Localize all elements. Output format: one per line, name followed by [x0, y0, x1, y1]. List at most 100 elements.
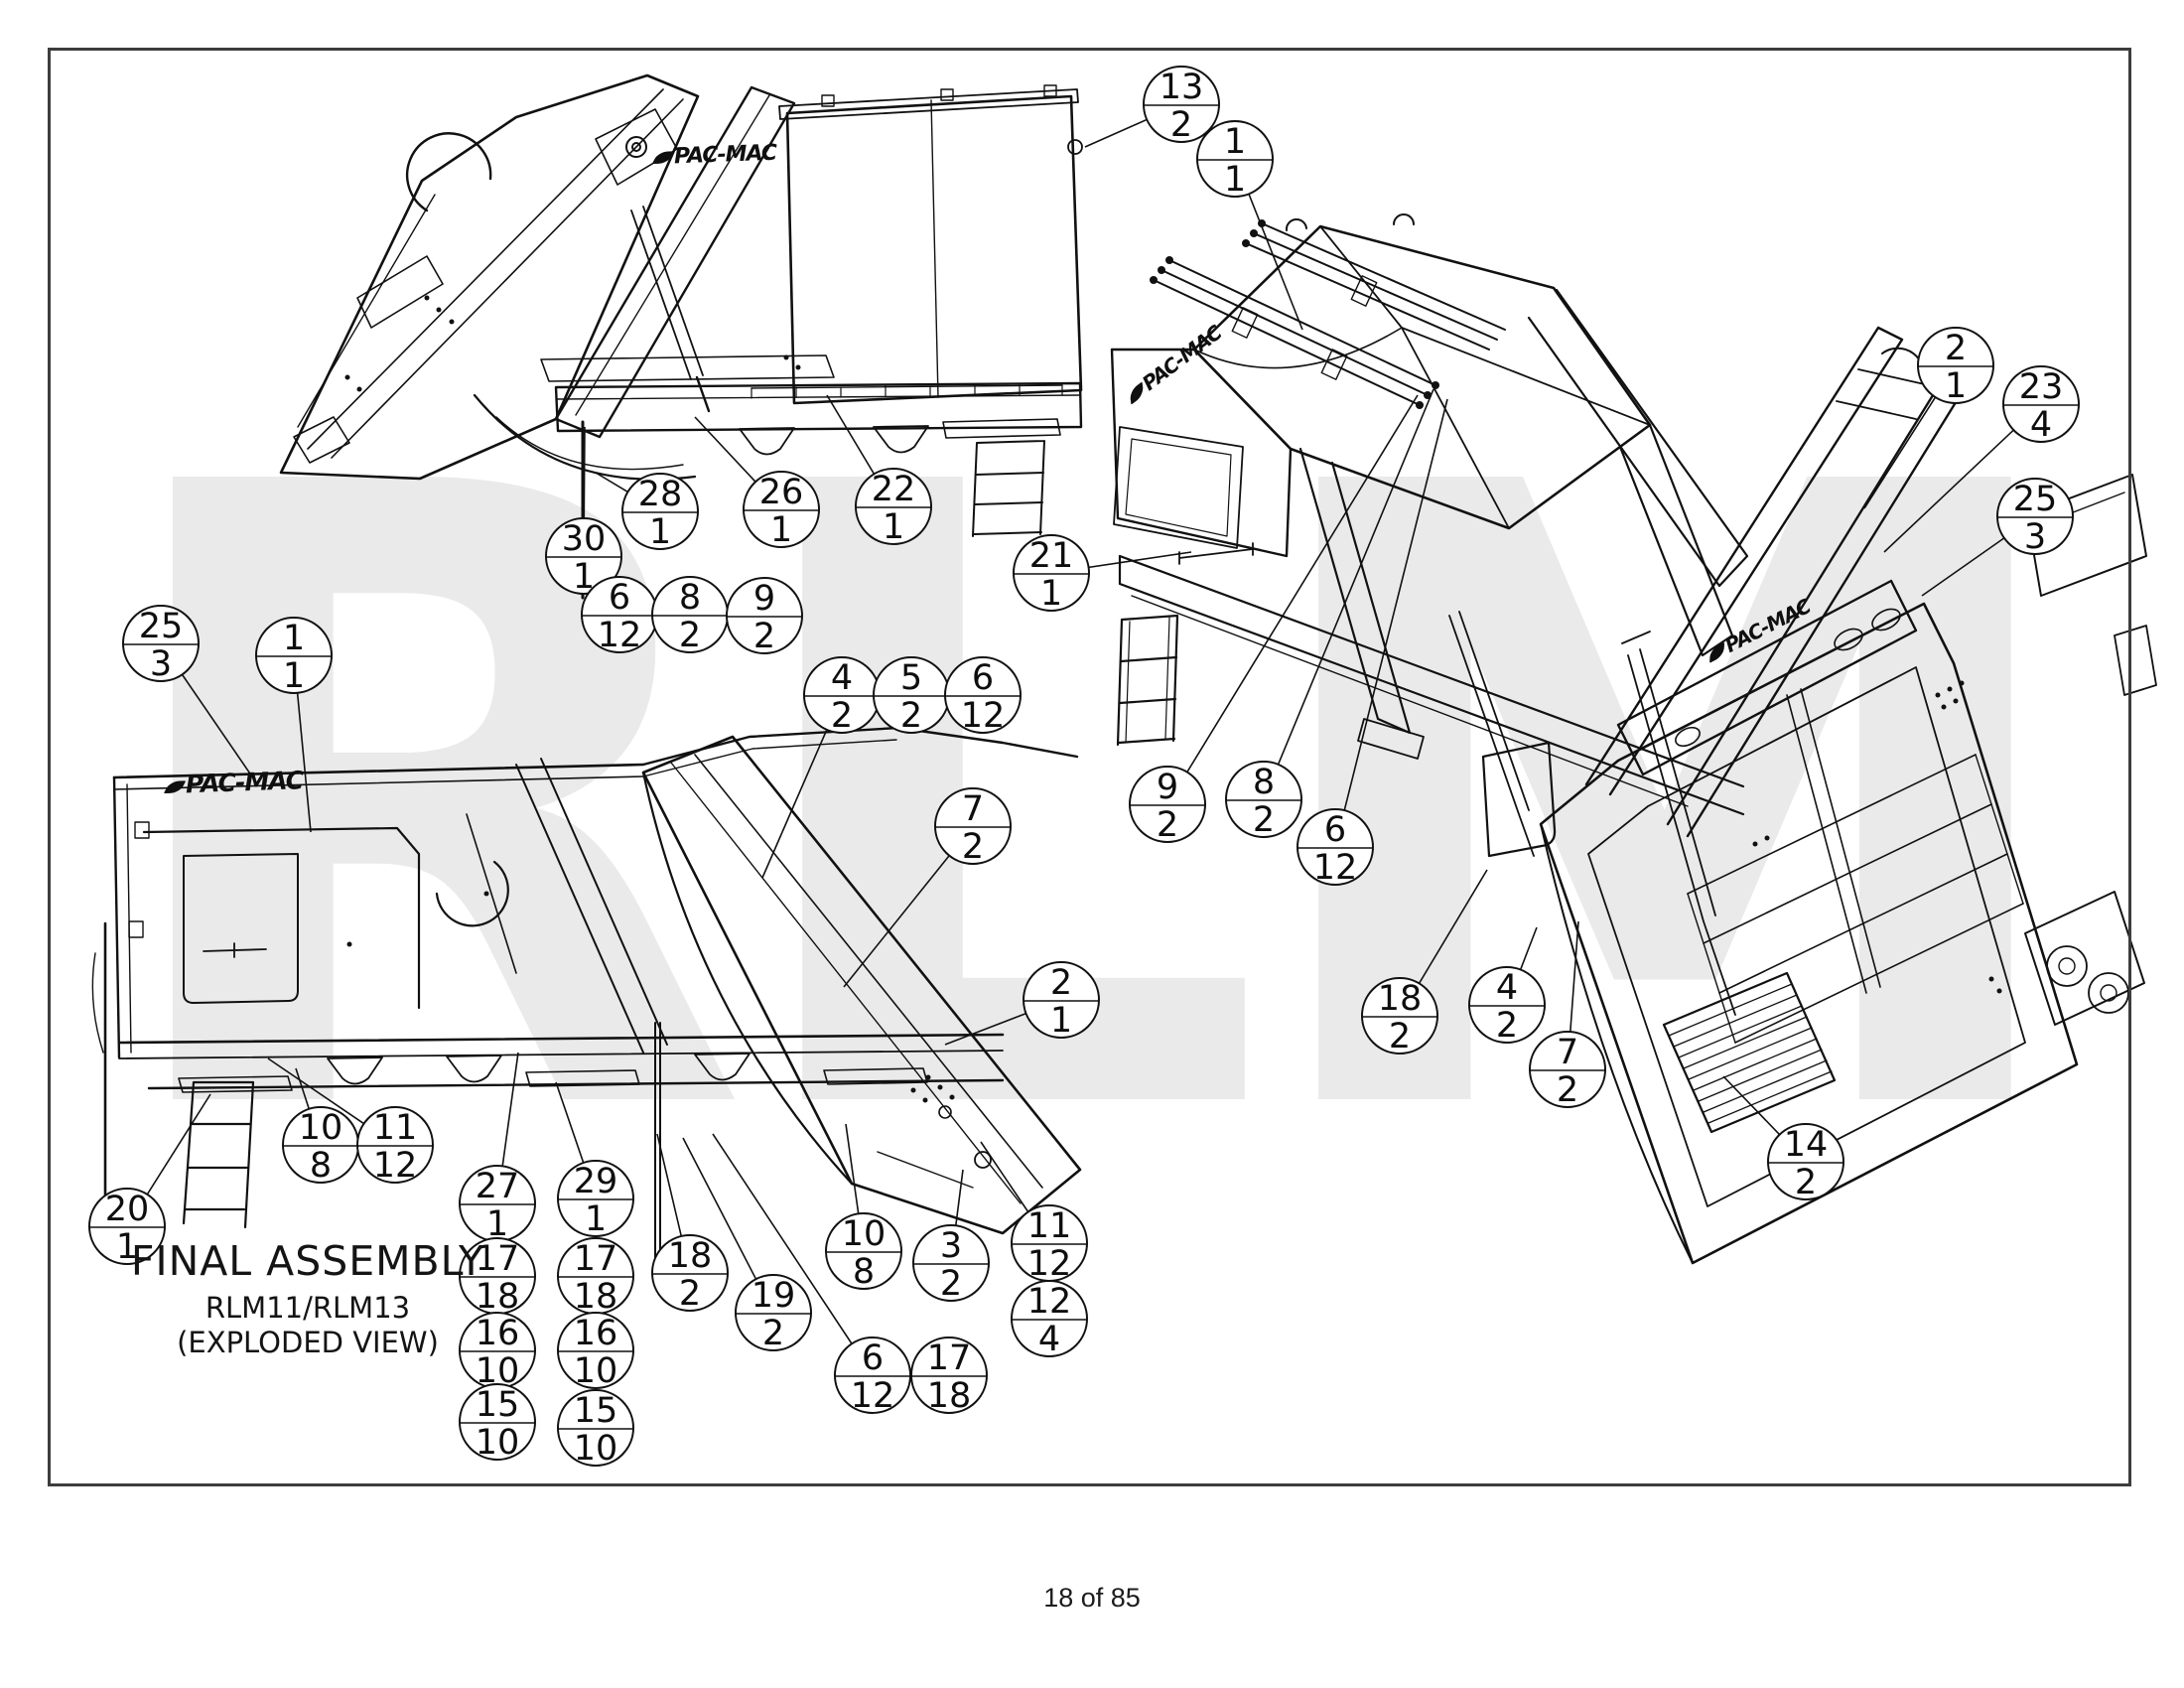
callout-3-2: 32 [912, 1224, 990, 1304]
callout-quantity: 1 [283, 656, 305, 696]
callout-circle [726, 577, 803, 654]
callout-circle [88, 1188, 166, 1265]
callout-8-2: 82 [651, 576, 729, 655]
view-side-tailgate-raised [279, 73, 1083, 600]
callout-6-12: 612 [944, 656, 1022, 736]
callout-part-number: 13 [1160, 68, 1204, 107]
callout-quantity: 18 [476, 1277, 520, 1317]
callout-quantity: 1 [770, 510, 792, 550]
callout-part-number: 2 [1050, 963, 1072, 1003]
callout-part-number: 9 [753, 579, 775, 619]
callout-circle [825, 1212, 902, 1290]
callout-part-number: 25 [2013, 480, 2058, 519]
leader-line [1263, 388, 1434, 800]
callout-part-number: 10 [299, 1108, 343, 1148]
callout-22-1: 221 [855, 468, 932, 547]
callout-part-number: 6 [862, 1338, 884, 1378]
callout-quantity: 12 [1313, 848, 1358, 888]
callout-quantity: 8 [853, 1252, 875, 1292]
callout-circle [356, 1106, 434, 1184]
callout-quantity: 1 [1040, 574, 1062, 614]
callout-1-1: 11 [1196, 120, 1274, 200]
callout-part-number: 17 [927, 1338, 972, 1378]
callout-quantity: 2 [1557, 1070, 1578, 1110]
callout-12-4: 124 [1011, 1280, 1088, 1359]
callout-quantity: 10 [574, 1429, 618, 1469]
callout-4-2: 42 [1468, 966, 1546, 1046]
callout-circle [1011, 1280, 1088, 1357]
leader-line [1166, 394, 1419, 805]
callout-circle [944, 656, 1022, 734]
callout-18-2: 182 [651, 1234, 729, 1314]
callout-circle [557, 1312, 634, 1389]
callout-circle [557, 1160, 634, 1237]
callout-circle [1529, 1031, 1606, 1108]
callout-quantity: 4 [1038, 1320, 1060, 1359]
callout-quantity: 2 [1795, 1163, 1817, 1202]
callout-6-12: 612 [834, 1336, 911, 1416]
callout-part-number: 28 [638, 475, 683, 514]
callout-quantity: 1 [486, 1204, 508, 1244]
callout-quantity: 12 [598, 616, 642, 655]
callout-quantity: 12 [851, 1376, 895, 1416]
callout-part-number: 17 [476, 1239, 520, 1279]
callout-circle [855, 468, 932, 545]
callout-6-12: 612 [581, 576, 658, 655]
callout-quantity: 1 [573, 557, 595, 597]
callout-circle [651, 1234, 729, 1312]
callout-part-number: 23 [2019, 367, 2064, 407]
drawing-subtitle: (EXPLODED VIEW) [177, 1326, 439, 1359]
callout-part-number: 19 [751, 1276, 796, 1316]
callout-quantity: 3 [2024, 517, 2046, 557]
callout-18-2: 182 [1361, 977, 1438, 1056]
callout-part-number: 30 [562, 519, 607, 559]
callout-part-number: 16 [476, 1314, 520, 1353]
callout-part-number: 18 [1378, 979, 1423, 1019]
callout-14-2: 142 [1767, 1123, 1844, 1202]
callout-part-number: 17 [574, 1239, 618, 1279]
callout-part-number: 14 [1784, 1125, 1829, 1165]
callout-quantity: 2 [1170, 105, 1192, 145]
callout-quantity: 1 [883, 507, 904, 547]
callout-circle [1767, 1123, 1844, 1200]
callout-circle [459, 1383, 536, 1461]
callout-part-number: 2 [1945, 329, 1967, 368]
callout-quantity: 2 [679, 1274, 701, 1314]
callout-2-1: 21 [1917, 327, 1994, 406]
callout-part-number: 3 [940, 1226, 962, 1266]
callout-circle [735, 1274, 812, 1351]
callout-circle [255, 617, 333, 694]
callout-circle [1297, 808, 1374, 886]
title-block: FINAL ASSEMBLY RLM11/RLM13 (EXPLODED VIE… [109, 1237, 506, 1359]
callout-27-1: 271 [459, 1165, 536, 1244]
callout-circle [912, 1224, 990, 1302]
callout-part-number: 26 [759, 473, 804, 512]
callout-circle [1361, 977, 1438, 1055]
callout-6-12: 612 [1297, 808, 1374, 888]
callout-part-number: 29 [574, 1162, 618, 1201]
callout-circle [743, 471, 820, 548]
callout-quantity: 10 [476, 1423, 520, 1463]
callout-part-number: 11 [1027, 1206, 1072, 1246]
callout-circle [910, 1336, 988, 1414]
callout-circle [545, 517, 622, 595]
callout-4-2: 42 [803, 656, 881, 736]
callout-circle [1468, 966, 1546, 1044]
callout-7-2: 72 [1529, 1031, 1606, 1110]
callout-quantity: 2 [962, 827, 984, 867]
callout-7-2: 72 [934, 787, 1012, 867]
callout-2-1: 21 [1023, 961, 1100, 1041]
callout-part-number: 1 [1224, 122, 1246, 162]
callout-circle [1225, 761, 1302, 838]
drawing-border [48, 48, 2131, 1486]
leader-line [1334, 398, 1448, 848]
callout-quantity: 2 [831, 696, 853, 736]
view-side-tailgate-lowered [91, 726, 1082, 1264]
callout-part-number: 16 [574, 1314, 618, 1353]
callout-part-number: 22 [872, 470, 916, 509]
